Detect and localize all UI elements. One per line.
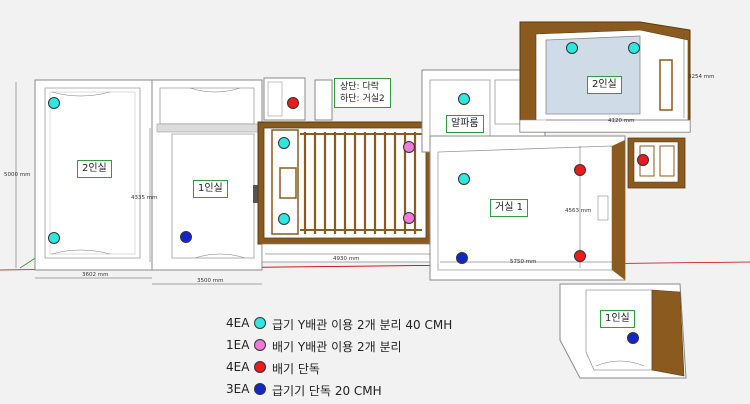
attic-stair-room [257,121,433,245]
dim-5000: 5000 mm [4,172,31,178]
legend-color-dot [254,383,266,395]
dimension-lines [15,34,690,285]
supply-y-marker [566,42,578,54]
right-1person-room [559,283,687,379]
legend-color-dot [254,339,266,351]
room-label-alpha: 알파룸 [446,115,484,133]
legend-text: 배기 Y배관 이용 2개 분리 [272,340,402,354]
room-label-living-1: 거실 1 [490,199,528,217]
room-label-right-2person: 2인실 [587,76,622,94]
dim-3602: 3602 mm [82,272,109,278]
legend-count: 4EA [226,316,250,330]
floor-note-top: 상단: 다락 [340,82,380,92]
legend-color-dot [254,317,266,329]
legend-text: 급기기 단독 20 CMH [272,384,382,398]
legend-color-dot [254,361,266,373]
dim-5750: 5750 mm [510,259,537,265]
supply-y-marker [48,97,60,109]
floor-note-bottom: 하단: 거실2 [340,94,385,104]
supply-single-marker [456,252,468,264]
dim-4120: 4120 mm [608,118,635,124]
legend-text: 배기 단독 [272,362,320,376]
room-label-left-2person: 2인실 [77,160,112,178]
legend-count: 1EA [226,338,250,352]
connector-block [263,77,333,121]
exhaust-single-marker [287,97,299,109]
right-service-rooms [627,137,686,189]
room-label-left-1person: 1인실 [193,180,228,198]
dim-3500: 3500 mm [197,278,224,284]
exhaust-single-marker [574,164,586,176]
dim-3254: 3254 mm [688,74,715,80]
dim-4335: 4335 mm [131,195,158,201]
dim-4563: 4563 mm [565,208,592,214]
exhaust-y-marker [403,212,415,224]
left-1person-room [151,79,263,271]
supply-y-marker [278,213,290,225]
dim-4930: 4930 mm [333,256,360,262]
supply-y-marker [48,232,60,244]
supply-y-marker [278,137,290,149]
legend-count: 4EA [226,360,250,374]
exhaust-single-marker [637,154,649,166]
supply-y-marker [628,42,640,54]
room-label-right-1person: 1인실 [600,310,635,328]
supply-y-marker [458,173,470,185]
supply-y-marker [458,93,470,105]
supply-single-marker [627,332,639,344]
exhaust-single-marker [574,250,586,262]
floor-note: 상단: 다락 하단: 거실2 [334,78,391,108]
exhaust-y-marker [403,141,415,153]
supply-single-marker [180,231,192,243]
legend-count: 3EA [226,382,250,396]
legend-text: 급기 Y배관 이용 2개 분리 40 CMH [272,318,453,332]
